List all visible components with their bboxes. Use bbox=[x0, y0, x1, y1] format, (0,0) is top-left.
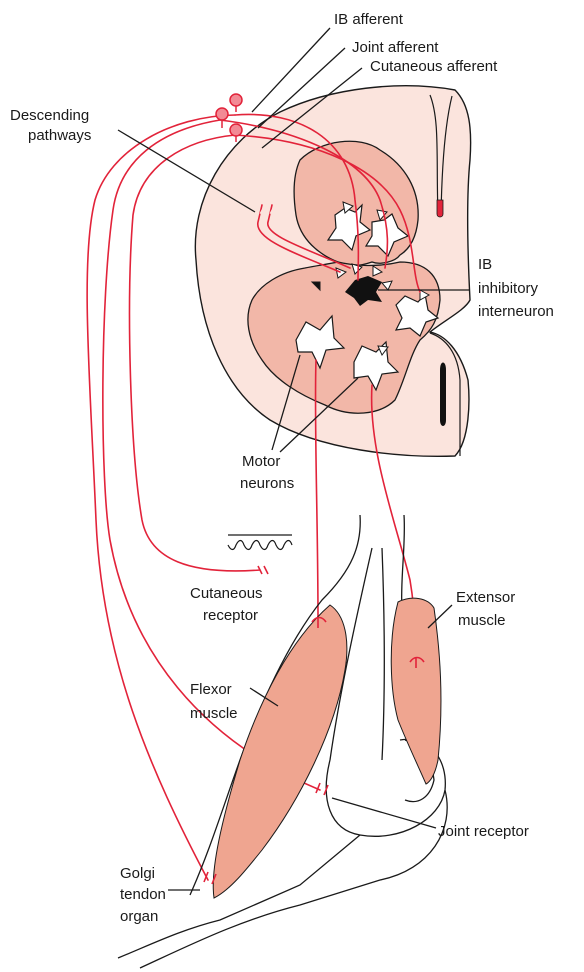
ganglion-joint bbox=[216, 108, 228, 120]
leader-joint-receptor bbox=[332, 798, 436, 828]
label-neurons: neurons bbox=[240, 474, 294, 493]
label-tendon: tendon bbox=[120, 885, 166, 904]
label-inhibitory: inhibitory bbox=[478, 279, 538, 298]
label-golgi: Golgi bbox=[120, 864, 155, 883]
label-interneuron: interneuron bbox=[478, 302, 554, 321]
skin-surface-icon bbox=[228, 535, 292, 550]
flexor-muscle bbox=[213, 605, 347, 898]
ganglion-ib bbox=[230, 94, 242, 106]
label-extensor: Extensor bbox=[456, 588, 515, 607]
label-cutaneous: Cutaneous bbox=[190, 584, 263, 603]
label-ib: IB bbox=[478, 255, 492, 274]
label-motor: Motor bbox=[242, 452, 280, 471]
shin-lower bbox=[140, 790, 447, 968]
label-joint-afferent: Joint afferent bbox=[352, 38, 438, 57]
label-descending: Descending bbox=[10, 106, 89, 125]
label-ib-afferent: IB afferent bbox=[334, 10, 403, 29]
label-flexor: Flexor bbox=[190, 680, 232, 699]
label-cutaneous-afferent: Cutaneous afferent bbox=[370, 57, 497, 76]
label-pathways: pathways bbox=[28, 126, 91, 145]
central-canal bbox=[437, 200, 443, 217]
label-receptor: receptor bbox=[203, 606, 258, 625]
thigh-right bbox=[402, 515, 405, 610]
dorsal-root-ganglia bbox=[216, 94, 242, 142]
label-extensor-muscle: muscle bbox=[458, 611, 506, 630]
ganglion-cutaneous bbox=[230, 124, 242, 136]
ventral-fissure bbox=[440, 363, 446, 427]
extensor-muscle bbox=[391, 598, 441, 784]
femur-right bbox=[382, 548, 384, 760]
label-joint-receptor: Joint receptor bbox=[438, 822, 529, 841]
label-organ: organ bbox=[120, 907, 158, 926]
cutaneous-receptor-ending bbox=[258, 566, 268, 574]
label-flexor-muscle: muscle bbox=[190, 704, 238, 723]
